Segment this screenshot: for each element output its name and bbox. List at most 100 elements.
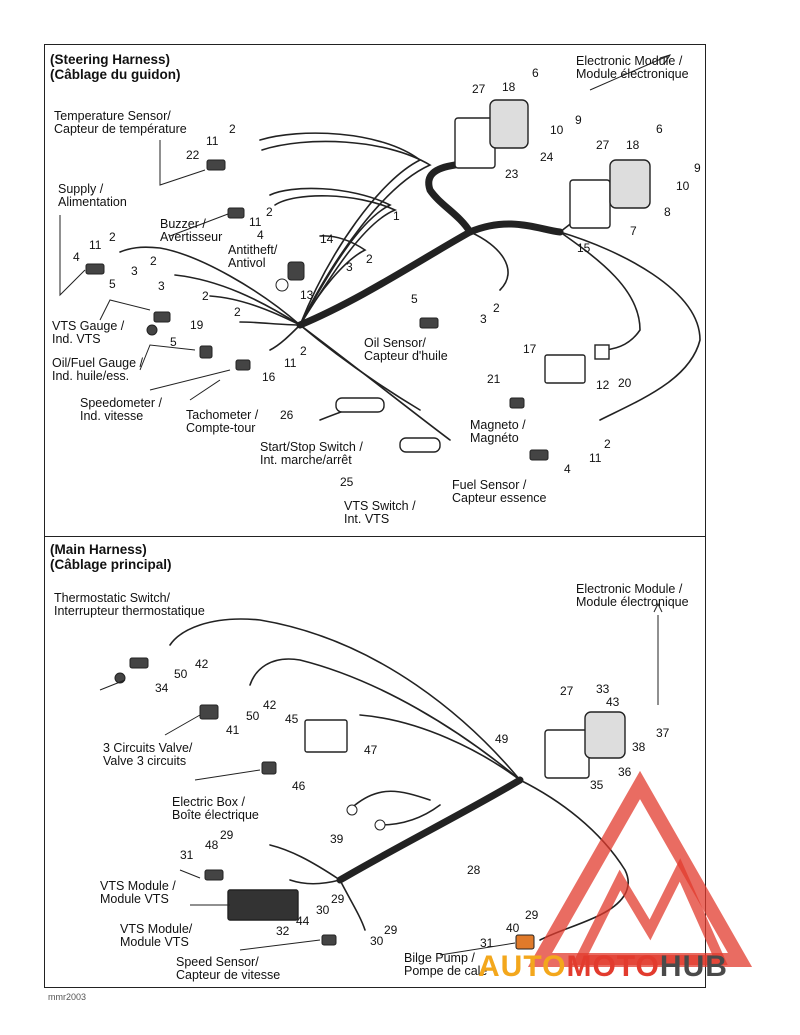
callout: 48 [205, 838, 219, 852]
callout: 47 [364, 743, 378, 757]
label-temperature-sensor: Temperature Sensor/ Capteur de températu… [54, 109, 187, 136]
callout: 11 [206, 134, 219, 148]
callout: 42 [263, 698, 277, 712]
wire-tach [269, 324, 301, 351]
wire-temp [259, 132, 422, 326]
callout: 2 [202, 289, 209, 303]
module-connector-7 [569, 179, 611, 229]
label-thermostatic-switch: Thermostatic Switch/ Interrupteur thermo… [54, 591, 205, 618]
callout: 29 [525, 908, 539, 922]
wire-valve [249, 658, 521, 781]
callout: 20 [618, 376, 632, 390]
callout: 8 [664, 205, 671, 219]
main-trunk [336, 776, 524, 884]
callout: 27 [596, 138, 610, 152]
label-buzzer: Buzzer / Avertisseur [160, 217, 223, 244]
callout: 5 [411, 292, 418, 306]
callout: 49 [495, 732, 509, 746]
callout: 24 [540, 150, 554, 164]
callout: 17 [523, 342, 537, 356]
callout: 1 [393, 209, 400, 223]
wire-ground [354, 790, 431, 806]
connector-47 [304, 719, 348, 753]
label-speed-sensor: Speed Sensor/ Capteur de vitesse [176, 955, 281, 982]
callout: 13 [300, 288, 314, 302]
callout: 43 [606, 695, 620, 709]
callout: 6 [656, 122, 663, 136]
callout: 4 [257, 228, 264, 242]
callout: 4 [564, 462, 571, 476]
steering-trunk [296, 220, 564, 329]
wire-gauge2 [209, 295, 301, 326]
callout: 16 [262, 370, 276, 384]
callout: 3 [480, 312, 487, 326]
module-connector-24 [454, 117, 496, 169]
callout: 9 [694, 161, 701, 175]
callout: 6 [532, 66, 539, 80]
wire-box [359, 714, 521, 781]
callout: 10 [550, 123, 564, 137]
callout: 4 [73, 250, 80, 264]
label-vts-switch: VTS Switch / Int. VTS [344, 499, 416, 526]
wire-buzzer-2 [274, 195, 398, 326]
main-branch-right [519, 779, 629, 916]
wire-ground-2 [379, 804, 441, 826]
watermark-moto: MOTO [566, 950, 660, 983]
callout: 3 [131, 264, 138, 278]
callout: 45 [285, 712, 299, 726]
callout: 29 [220, 828, 234, 842]
connector-20 [594, 344, 610, 360]
label-electric-box: Electric Box / Boîte électrique [172, 795, 259, 822]
callout: 11 [284, 356, 297, 370]
callout: 50 [246, 709, 260, 723]
callout: 3 [158, 279, 165, 293]
wire-speed [339, 879, 366, 931]
callout: 2 [150, 254, 157, 268]
wire-oil-fuel [239, 321, 301, 326]
callout: 31 [480, 936, 494, 950]
label-oil-sensor: Oil Sensor/ Capteur d'huile [364, 336, 448, 363]
callout: 38 [632, 740, 646, 754]
module-cover-8 [609, 159, 651, 209]
callout: 2 [229, 122, 236, 136]
watermark-text: AUTOMOTOHUB [478, 950, 728, 984]
label-electronic-module-steering: Electronic Module / Module électronique [576, 54, 689, 81]
connector-17 [544, 354, 586, 384]
watermark-logo-icon [527, 770, 753, 967]
callout: 2 [266, 205, 273, 219]
callout: 36 [618, 765, 632, 779]
watermark-hub: HUB [659, 950, 728, 983]
callout: 30 [316, 903, 330, 917]
label-vts-module-2: VTS Module/ Module VTS [120, 922, 193, 949]
label-speedometer: Speedometer / Ind. vitesse [80, 396, 162, 423]
watermark-auto: AUTO [478, 950, 567, 983]
callout: 29 [384, 923, 398, 937]
callout: 2 [234, 305, 241, 319]
wire-antitheft [299, 235, 367, 326]
callout: 14 [320, 232, 334, 246]
main-title-fr: (Câblage principal) [50, 557, 172, 572]
callout: 34 [155, 681, 169, 695]
callout: 33 [596, 682, 610, 696]
callout: 44 [296, 914, 310, 928]
wire-gauge1 [174, 274, 301, 326]
label-3-circuits-valve: 3 Circuits Valve/ Valve 3 circuits [103, 741, 193, 768]
callout: 28 [467, 863, 481, 877]
callout: 26 [280, 408, 294, 422]
callout: 5 [170, 335, 177, 349]
callout: 25 [340, 475, 354, 489]
label-bilge-pump: Bilge Pump / Pompe de cale [404, 951, 488, 978]
callout: 2 [366, 252, 373, 266]
callout: 27 [560, 684, 574, 698]
callout: 9 [575, 113, 582, 127]
callout: 42 [195, 657, 209, 671]
label-tachometer: Tachometer / Compte-tour [186, 408, 259, 435]
start-stop-switch [399, 437, 441, 453]
wire-thermo [169, 618, 521, 781]
callout: 21 [487, 372, 501, 386]
callout: 31 [180, 848, 194, 862]
label-magneto: Magneto / Magnéto [470, 418, 526, 445]
callout: 40 [506, 921, 520, 935]
vts-module-block [227, 889, 299, 921]
callout: 19 [190, 318, 204, 332]
